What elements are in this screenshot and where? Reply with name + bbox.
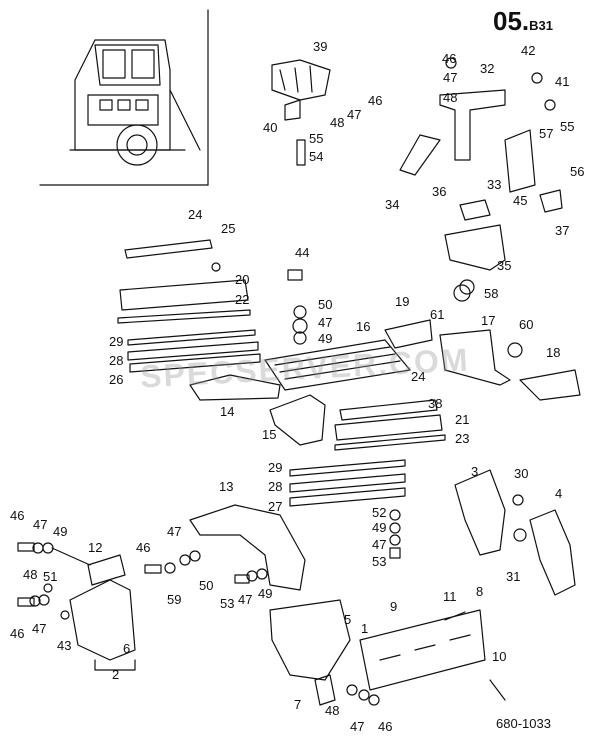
callout-11: 11 <box>443 589 457 604</box>
callout-47: 47 <box>347 107 362 122</box>
callout-56: 56 <box>570 164 585 179</box>
callout-47: 47 <box>372 537 387 552</box>
callout-18: 18 <box>546 345 561 360</box>
callout-6: 6 <box>123 641 131 656</box>
callout-59: 59 <box>167 592 182 607</box>
callout-5: 5 <box>344 612 352 627</box>
callout-60: 60 <box>519 317 534 332</box>
callout-48: 48 <box>23 567 38 582</box>
callout-46: 46 <box>368 93 383 108</box>
callout-47: 47 <box>443 70 458 85</box>
callout-57: 57 <box>539 126 554 141</box>
callout-32: 32 <box>480 61 495 76</box>
callout-27: 27 <box>268 499 283 514</box>
callout-49: 49 <box>372 520 387 535</box>
callout-25: 25 <box>221 221 236 236</box>
callout-42: 42 <box>521 43 536 58</box>
callout-36: 36 <box>432 184 447 199</box>
callout-13: 13 <box>219 479 234 494</box>
callout-21: 21 <box>455 412 470 427</box>
callout-61: 61 <box>430 307 445 322</box>
callout-41: 41 <box>555 74 570 89</box>
callout-53: 53 <box>372 554 387 569</box>
callout-9: 9 <box>390 599 398 614</box>
callout-46: 46 <box>136 540 151 555</box>
callout-31: 31 <box>506 569 521 584</box>
callout-54: 54 <box>309 149 324 164</box>
callout-8: 8 <box>476 584 484 599</box>
callout-22: 22 <box>235 292 250 307</box>
callout-39: 39 <box>313 39 328 54</box>
callout-33: 33 <box>487 177 502 192</box>
lower-left-assembly <box>17 542 268 671</box>
page-code-suffix: B31 <box>529 18 554 33</box>
floor-panel <box>264 284 581 507</box>
callout-26: 26 <box>109 372 124 387</box>
callout-16: 16 <box>356 319 371 334</box>
callout-40: 40 <box>263 120 278 135</box>
callout-51: 51 <box>43 569 58 584</box>
callout-30: 30 <box>514 466 529 481</box>
callout-46: 46 <box>10 626 25 641</box>
callout-28: 28 <box>268 479 283 494</box>
callout-15: 15 <box>262 427 277 442</box>
callout-55: 55 <box>560 119 575 134</box>
callout-10: 10 <box>492 649 507 664</box>
callout-23: 23 <box>455 431 470 446</box>
lower-assemblies <box>189 469 576 706</box>
callout-37: 37 <box>555 223 570 238</box>
callout-2: 2 <box>112 667 120 682</box>
callout-44: 44 <box>295 245 310 260</box>
callout-47: 47 <box>32 621 47 636</box>
callout-1: 1 <box>361 621 369 636</box>
callout-47: 47 <box>33 517 48 532</box>
callout-55: 55 <box>309 131 324 146</box>
callout-49: 49 <box>318 331 333 346</box>
callout-47: 47 <box>318 315 333 330</box>
callout-35: 35 <box>497 258 512 273</box>
callout-53: 53 <box>220 596 235 611</box>
callout-48: 48 <box>443 90 458 105</box>
callout-34: 34 <box>385 197 400 212</box>
callout-46: 46 <box>442 51 457 66</box>
callout-48: 48 <box>325 703 340 718</box>
upper-right-brackets <box>271 57 563 295</box>
callout-47: 47 <box>238 592 253 607</box>
callout-46: 46 <box>10 508 25 523</box>
callout-29: 29 <box>109 334 124 349</box>
callout-24: 24 <box>411 369 426 384</box>
callout-50: 50 <box>199 578 214 593</box>
callout-47: 47 <box>167 524 182 539</box>
callout-38: 38 <box>428 396 443 411</box>
callout-43: 43 <box>57 638 72 653</box>
callout-12: 12 <box>88 540 103 555</box>
callout-3: 3 <box>471 464 479 479</box>
page-code: 05.B31 <box>493 6 553 37</box>
vehicle-inset <box>39 9 209 186</box>
callout-46: 46 <box>378 719 393 734</box>
page-code-main: 05. <box>493 6 530 36</box>
callout-7: 7 <box>294 697 302 712</box>
callout-49: 49 <box>258 586 273 601</box>
callout-19: 19 <box>395 294 410 309</box>
callout-4: 4 <box>555 486 563 501</box>
left-rails <box>117 239 326 446</box>
callout-48: 48 <box>330 115 345 130</box>
callout-29: 29 <box>268 460 283 475</box>
callout-14: 14 <box>220 404 235 419</box>
callout-58: 58 <box>484 286 499 301</box>
callout-28: 28 <box>109 353 124 368</box>
callout-47: 47 <box>350 719 365 734</box>
callout-45: 45 <box>513 193 528 208</box>
callout-20: 20 <box>235 272 250 287</box>
figure-number: 680-1033 <box>496 716 551 731</box>
callout-24: 24 <box>188 207 203 222</box>
callout-49: 49 <box>53 524 68 539</box>
callout-50: 50 <box>318 297 333 312</box>
callout-52: 52 <box>372 505 387 520</box>
callout-17: 17 <box>481 313 496 328</box>
